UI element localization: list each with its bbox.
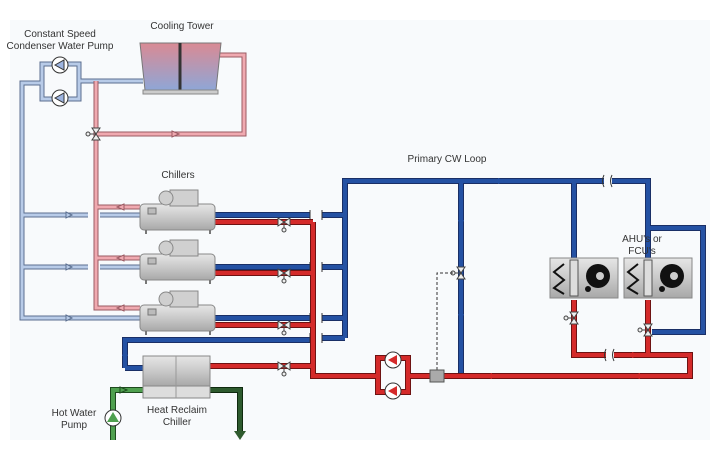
chilled-return-pipe xyxy=(210,219,693,395)
condenser-return-pipe xyxy=(93,52,247,312)
ahu-1-icon xyxy=(549,257,619,299)
control-signal-line xyxy=(436,272,453,370)
primary-loop-label: Primary CW Loop xyxy=(408,154,487,165)
cooling-tower-icon xyxy=(139,42,222,95)
cw-pump-label-line2: Condenser Water Pump xyxy=(7,41,114,52)
heat-reclaim-chiller-icon xyxy=(142,355,211,399)
condenser-water-pump-1-icon xyxy=(51,56,69,74)
chilled-water-pump-2-icon xyxy=(384,382,402,400)
heat-reclaim-label-line1: Heat Reclaim xyxy=(147,405,207,416)
chillers-label: Chillers xyxy=(161,170,194,181)
chilled-water-pump-1-icon xyxy=(384,351,402,369)
ahu-2-icon xyxy=(623,257,693,299)
flow-meter-icon xyxy=(429,369,445,383)
hw-pump-label-line2: Pump xyxy=(61,420,88,431)
heat-reclaim-label-line2: Chiller xyxy=(163,417,192,428)
condenser-supply-pipe xyxy=(19,61,143,322)
cw-pump-label-line1: Constant Speed xyxy=(24,29,96,40)
ahu-label-line1: AHU's or xyxy=(622,234,662,245)
hw-pump-label-line1: Hot Water xyxy=(52,408,97,419)
ahu-label-line2: FCU's xyxy=(628,246,655,257)
condenser-water-pump-2-icon xyxy=(51,89,69,107)
cooling-tower-label: Cooling Tower xyxy=(150,21,214,32)
hot-water-pump-icon xyxy=(104,409,122,427)
